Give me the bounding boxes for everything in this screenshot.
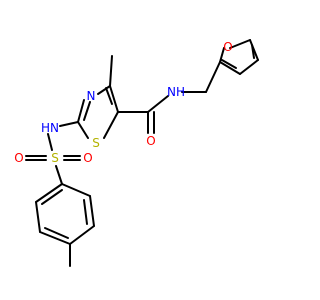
bond [97,85,111,95]
bond [251,44,255,59]
bond [69,225,95,245]
atom-label-carbonyl-oxygen: O [146,134,155,148]
bond [103,111,119,139]
atom-label-thiazole-nitrogen: N [87,89,96,103]
bond [41,189,63,205]
bond [83,101,91,121]
bond [83,199,88,225]
atom-label-sulfonyl-oxygen-left: O [14,151,23,165]
bond [35,201,41,233]
bond [105,87,113,105]
bond [147,95,169,113]
bond [205,61,221,93]
bond [219,47,225,63]
bond [229,39,251,49]
molecule-structure: O NH N O S HN S O O [14,39,259,267]
atom-label-sulfonyl-sulfur: S [51,151,59,165]
bond [55,165,63,185]
bond [109,85,119,113]
bond [109,55,113,87]
bond [221,59,237,69]
bond [59,121,79,127]
bond [249,39,259,61]
atom-label-amide-nitrogen: NH [167,85,185,99]
bond [44,227,69,239]
bond [61,183,91,197]
bonds [25,39,259,267]
atom-label-thiazole-sulfur: S [92,136,100,150]
bond [35,183,63,203]
atom-label-sulfonamide-nitrogen: HN [41,121,59,135]
bond [39,231,71,245]
bond [89,195,95,227]
atom-label-furan-oxygen: O [223,40,232,54]
bond [239,59,259,75]
bond [77,99,85,123]
bond [47,133,53,151]
bond [77,121,89,139]
bond [219,61,241,75]
atom-labels: O NH N O S HN S O O [14,40,232,165]
atom-label-sulfonyl-oxygen-right: O [83,151,92,165]
